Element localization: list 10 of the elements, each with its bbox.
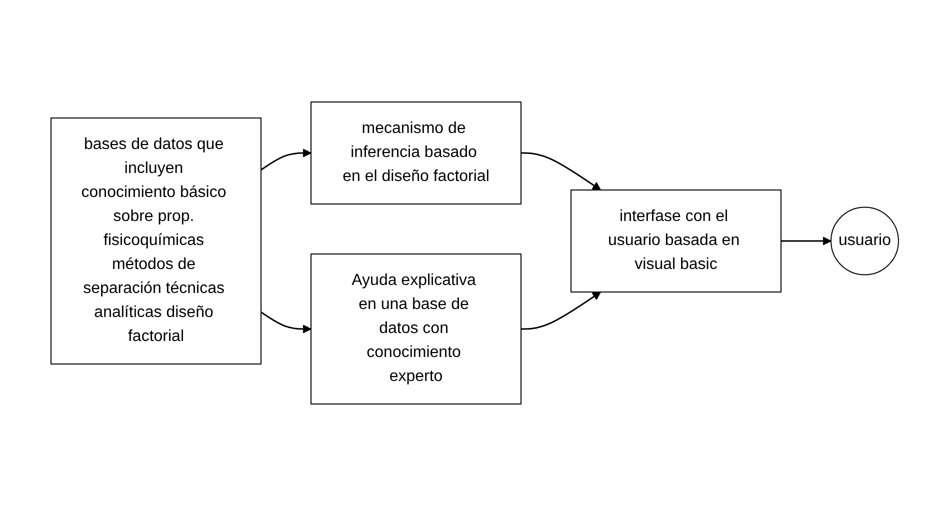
arrow: [521, 152, 602, 190]
node-box: mecanismo de inferencia basado en el diseño factorial: [310, 101, 522, 204]
node-box: Ayuda explicativa en una base de datos con conocimiento experto: [310, 253, 522, 404]
node-box: bases de datos que incluyen conocimiento básico sobre prop. fisicoquímicas métodos de separación técnicas analíticas diseño factorial: [50, 117, 262, 364]
node-circle: usuario: [830, 206, 900, 275]
arrow: [260, 310, 312, 333]
arrow: [260, 148, 312, 170]
node-box: interfase con el usuario basada en visual basic: [570, 189, 782, 292]
arrow: [521, 291, 602, 330]
arrow: [781, 236, 832, 245]
